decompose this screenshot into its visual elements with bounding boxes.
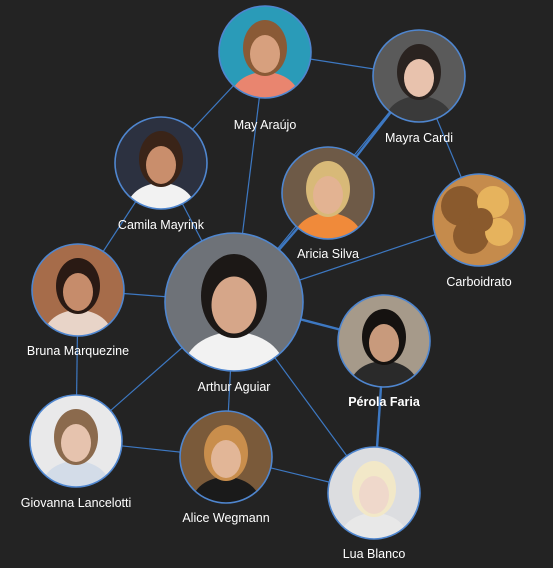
node-ring [327,446,421,540]
node-label: Carboidrato [446,275,511,289]
node-mayra[interactable]: Mayra Cardi [372,29,466,148]
node-ring [179,410,273,504]
node-photo [219,6,311,98]
node-photo [328,447,420,539]
node-label: Mayra Cardi [385,131,453,145]
node-photo [165,233,303,371]
node-label: Giovanna Lancelotti [21,496,132,510]
node-bruna[interactable]: Bruna Marquezine [27,243,129,362]
node-ring [281,146,375,240]
node-perola[interactable]: Pérola Faria [337,294,431,413]
node-giovanna[interactable]: Giovanna Lancelotti [21,394,132,513]
node-label: Camila Mayrink [118,218,205,232]
node-photo [115,117,207,209]
node-ring [372,29,466,123]
node-ring [114,116,208,210]
node-ring [31,243,125,337]
node-ring [337,294,431,388]
node-photo [282,147,374,239]
node-label: Pérola Faria [348,395,421,409]
node-label: Arthur Aguiar [198,380,271,394]
node-may[interactable]: May Araújo [218,5,312,132]
node-photo [433,174,525,266]
node-label: May Araújo [234,118,297,132]
node-ring [432,173,526,267]
node-label: Bruna Marquezine [27,344,129,358]
node-label: Alice Wegmann [182,511,269,525]
node-label: Aricia Silva [297,247,359,261]
node-alice[interactable]: Alice Wegmann [179,410,273,529]
node-photo [338,295,430,387]
node-arthur[interactable]: Arthur Aguiar [164,232,304,410]
node-photo [373,30,465,122]
node-aricia[interactable]: Aricia Silva [281,146,375,265]
node-ring [164,232,304,372]
node-photo [32,244,124,336]
node-camila[interactable]: Camila Mayrink [114,116,208,235]
node-photo [180,411,272,503]
node-ring [29,394,123,488]
node-ring [218,5,312,99]
node-carbo[interactable]: Carboidrato [432,173,526,289]
node-lua[interactable]: Lua Blanco [327,446,421,565]
node-label: Lua Blanco [343,547,406,561]
node-photo [30,395,122,487]
